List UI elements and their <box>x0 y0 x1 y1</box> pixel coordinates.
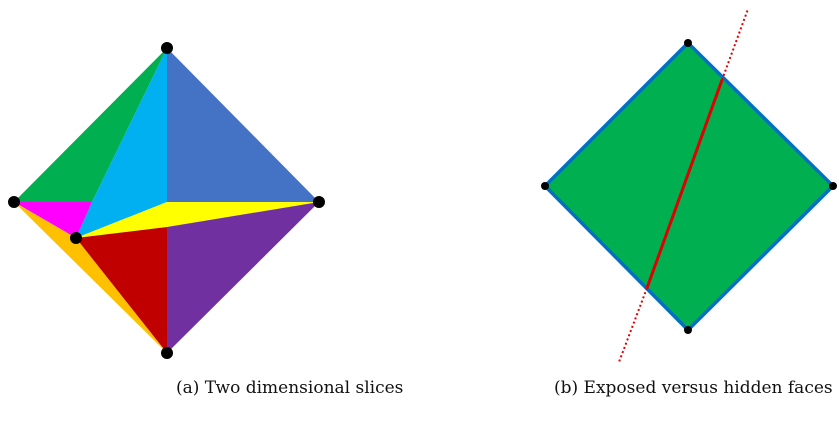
panel-b-square-diagram <box>541 8 837 363</box>
blue-face <box>167 48 319 202</box>
green-face <box>14 48 167 202</box>
yellow-face <box>76 202 319 238</box>
top-vertex <box>161 42 173 54</box>
right-vertex <box>313 196 325 208</box>
panel-a-octahedron-diagram <box>8 42 325 359</box>
bottom-vertex <box>161 347 173 359</box>
cyan-face <box>76 48 167 238</box>
top-vertex <box>684 39 692 47</box>
red-face <box>76 227 167 353</box>
cut-line-dotted-top <box>721 8 749 81</box>
right-vertex <box>829 182 837 190</box>
purple-face <box>167 202 319 353</box>
magenta-face <box>14 202 92 238</box>
exposed-face-square <box>542 40 836 333</box>
left-vertex <box>541 182 549 190</box>
orange-face <box>14 202 167 353</box>
bottom-vertex <box>684 326 692 334</box>
cut-line-dotted-bottom <box>618 287 648 363</box>
caption-b: (b) Exposed versus hidden faces <box>554 378 833 398</box>
front-vertex <box>70 232 82 244</box>
cut-line-solid <box>645 79 724 289</box>
caption-a: (a) Two dimensional slices <box>176 378 404 398</box>
left-vertex <box>8 196 20 208</box>
